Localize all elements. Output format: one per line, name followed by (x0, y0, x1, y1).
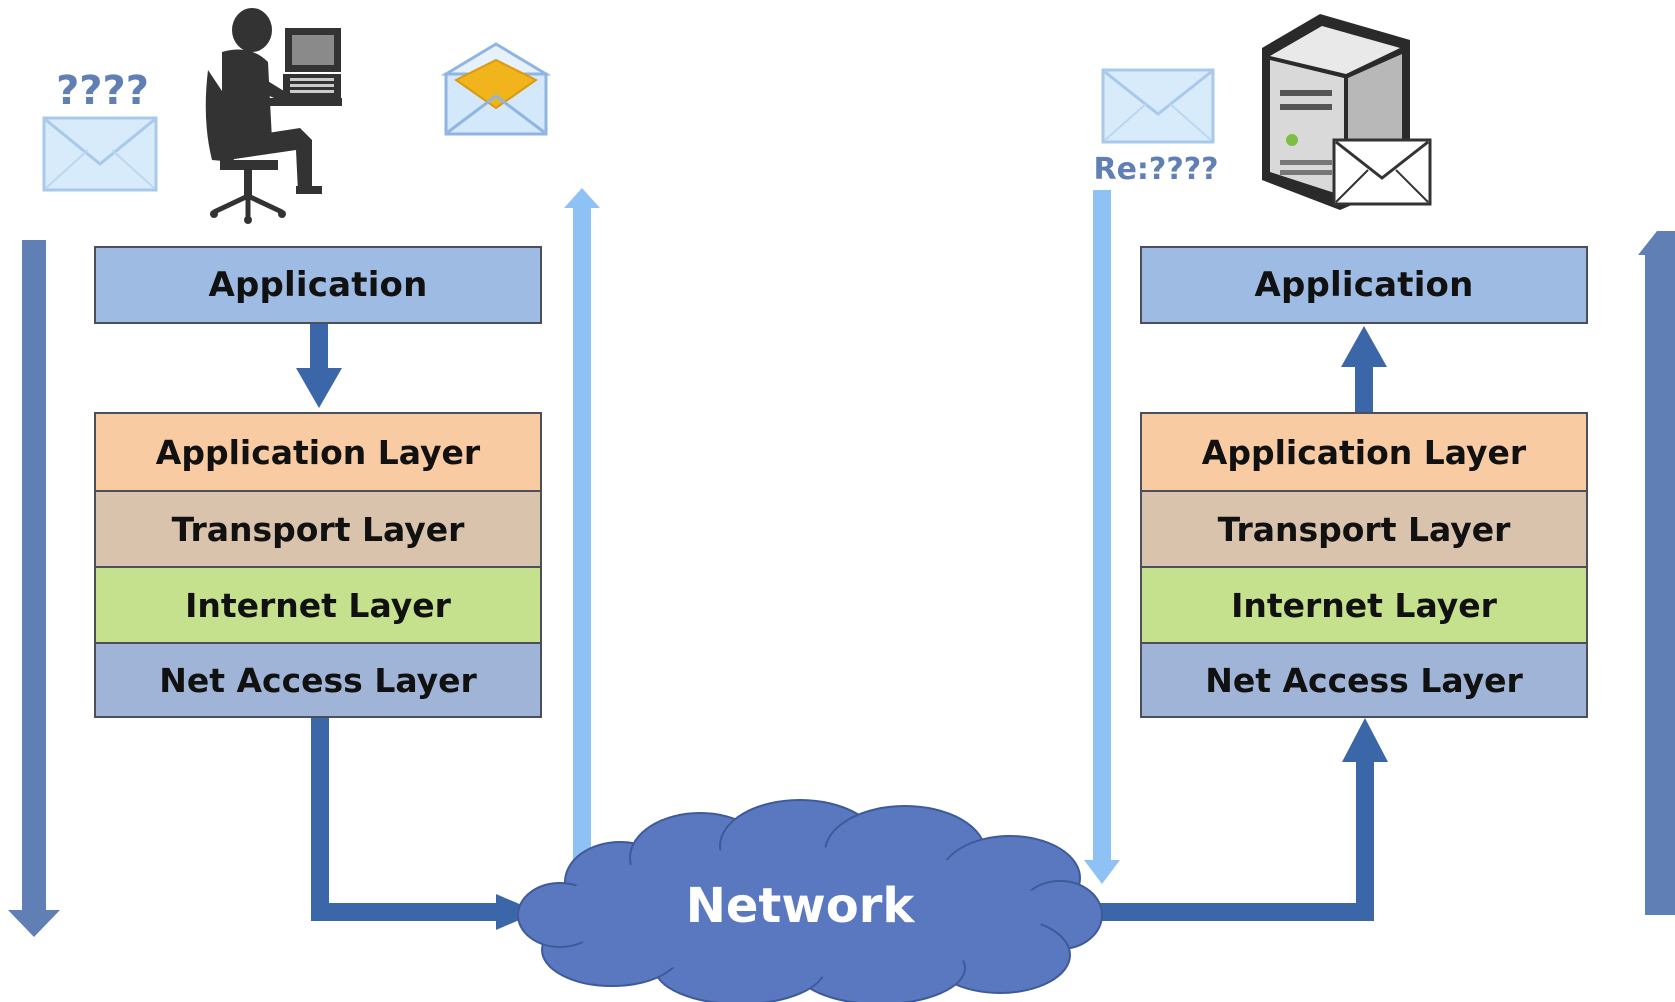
envelope-icon (42, 116, 158, 192)
left-light-upward-arrow (564, 188, 600, 870)
right-up-arrow-app (1341, 326, 1387, 412)
right-protocol-stack: Application Layer Transport Layer Intern… (1140, 412, 1588, 718)
right-application-box: Application (1140, 246, 1588, 324)
left-transport-layer: Transport Layer (96, 490, 540, 566)
network-cloud (517, 799, 1103, 1002)
right-upward-arrow (1638, 231, 1675, 915)
right-net-access-layer: Net Access Layer (1142, 642, 1586, 716)
right-network-path-arrow (1092, 718, 1388, 921)
reply-message-label: Re:???? (1093, 152, 1219, 187)
left-application-layer: Application Layer (96, 414, 540, 490)
left-protocol-stack: Application Layer Transport Layer Intern… (94, 412, 542, 718)
mail-server-icon (1262, 14, 1432, 210)
right-internet-layer: Internet Layer (1142, 566, 1586, 642)
left-downward-arrow (8, 240, 60, 937)
left-net-access-layer: Net Access Layer (96, 642, 540, 716)
left-internet-layer: Internet Layer (96, 566, 540, 642)
right-light-downward-arrow (1084, 190, 1120, 884)
left-application-box: Application (94, 246, 542, 324)
person-at-computer-icon (205, 8, 342, 224)
reply-envelope-icon (1101, 68, 1215, 144)
network-label: Network (685, 878, 915, 934)
unknown-message-label: ???? (56, 68, 149, 114)
left-down-arrow-app (296, 322, 342, 408)
right-transport-layer: Transport Layer (1142, 490, 1586, 566)
right-application-layer: Application Layer (1142, 414, 1586, 490)
left-network-path-arrow (311, 716, 538, 930)
open-envelope-icon (440, 42, 552, 136)
